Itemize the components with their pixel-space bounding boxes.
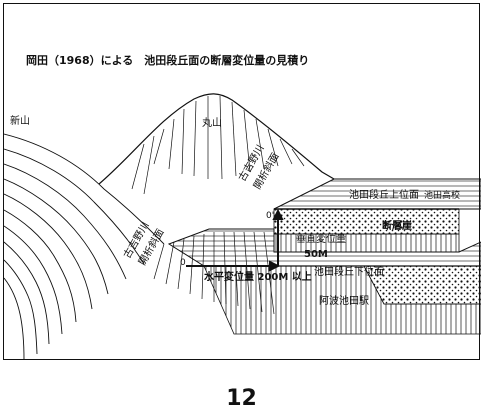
upper-gravel	[273, 208, 460, 235]
upper-terrace-label: 池田段丘上位面	[349, 188, 419, 201]
figure-frame: 岡田（1968）による 池田段丘面の断層変位量の見積り	[3, 3, 481, 361]
horizontal-displacement-label: 水平変位量 200M 以上	[203, 270, 312, 283]
figure-title: 岡田（1968）による 池田段丘面の断層変位量の見積り	[26, 53, 309, 67]
awa-ikeda-station-label: 阿波池田駅	[319, 294, 369, 307]
vertical-value-label: 50M	[304, 249, 328, 260]
maruyama-outline	[98, 93, 335, 185]
shinyama-hill	[4, 133, 165, 361]
basement	[203, 265, 481, 335]
vertical-displacement-label: 垂直変位量	[296, 232, 346, 245]
point-zero-label: 0	[180, 258, 186, 268]
ikeda-high-school-label: 池田高校	[424, 189, 460, 201]
lower-terrace-label: 池田段丘下位面	[314, 265, 384, 278]
shinyama-label: 新山	[10, 114, 30, 127]
page-number: 12	[226, 386, 257, 411]
maruyama-hatch	[131, 95, 305, 195]
displacement-arrows	[186, 208, 284, 272]
maruyama-label: 丸山	[202, 116, 222, 129]
fault-scarp-label: 断層崖	[382, 219, 412, 232]
point-zero-prime-label: 0'	[266, 211, 274, 221]
block-diagram: 岡田（1968）による 池田段丘面の断層変位量の見積り	[4, 53, 481, 361]
